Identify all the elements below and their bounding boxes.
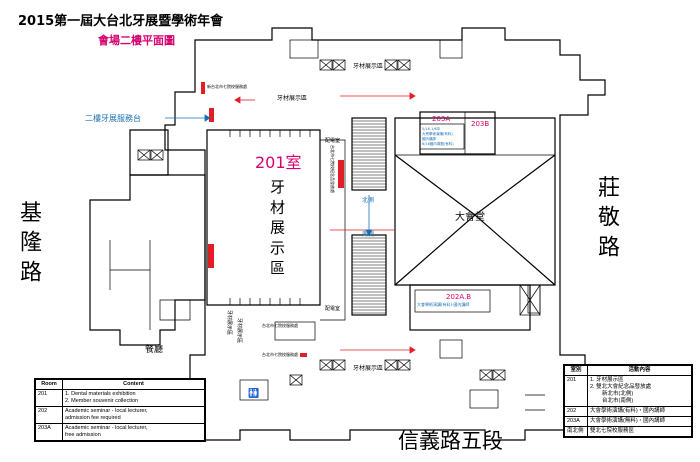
legend-room: 南北側	[564, 426, 588, 437]
street-south: 信義路五段	[398, 429, 503, 453]
exhibit-bottom-label: 牙材展示區	[353, 364, 383, 372]
legend-line: Academic seminar - local lecturer,	[65, 425, 148, 431]
main-hall-label: 大會堂	[455, 210, 485, 223]
room-201-label: 201室	[255, 153, 302, 172]
exhibit-main-label: 牙材展示區	[270, 178, 285, 277]
direction-arrows	[234, 92, 416, 354]
legend-room: 201	[35, 389, 63, 407]
legend-row: 南北側 雙北七院校服務區	[564, 426, 692, 437]
elevator-boxes	[137, 59, 506, 386]
room-203a-detail-3: 國內講師	[422, 136, 436, 141]
dining-label: 餐廳	[145, 343, 163, 355]
south-side-label: 南側	[362, 230, 374, 238]
room-202-detail: 大會學術演講(有料)‧國內講師	[417, 301, 469, 307]
legend-line: free admission	[65, 432, 101, 438]
hospital-sign-top: 新台北市七院校服務處	[207, 83, 247, 89]
legend-room: 202	[35, 406, 63, 424]
legend-english: Room Content 201 1. Dental materials exh…	[34, 378, 206, 442]
legend-row: 203A Academic seminar - local lecturer, …	[35, 423, 205, 441]
room-203a-detail-4: 6/16國內專題(有料)	[422, 141, 454, 146]
legend-line: 2. Member souvenir collection	[65, 398, 139, 404]
mid-sign-2: 牙材展示區	[226, 310, 233, 335]
room-202-block	[409, 284, 541, 331]
room-203a-detail-1: 5/16-1/6中	[422, 126, 441, 131]
legend-row: 201 1. Dental materials exhibition 2. Me…	[35, 389, 205, 407]
building-outline	[89, 27, 606, 441]
room-203a-label: 203A	[432, 115, 450, 123]
power-top-label: 配電室	[325, 137, 340, 144]
legend-room: 203A	[35, 423, 63, 441]
north-side-label: 北側	[362, 196, 374, 204]
legend-header-room: Room	[35, 379, 63, 390]
legend-row: 202 大會學術演講(有料)‧國內講師	[564, 406, 692, 417]
legend-line: 新北市(北側)	[602, 391, 634, 397]
legend-line: 雙北七院校服務區	[590, 428, 635, 434]
street-east: 莊敬路	[598, 176, 620, 260]
legend-room: 203A	[564, 416, 588, 427]
mid-sign: 台北市七院校紀念品發放處	[330, 145, 336, 193]
room-203-block	[419, 111, 496, 155]
stairs	[274, 39, 541, 359]
svg-text:🚻: 🚻	[248, 387, 259, 399]
service-desk-label: 二樓牙展服務台	[85, 113, 141, 123]
restrooms: 🚻	[239, 379, 499, 409]
legend-row: 203A 大會學術演講(無料)‧國內講師	[564, 416, 692, 427]
exhibit-top-label: 牙材展示區	[353, 62, 383, 70]
blue-arrows	[165, 114, 373, 236]
legend-row: 201 1. 牙材展示區 2. 雙北大會紀念品發放處 新北市(北側) 台北市(南…	[564, 375, 692, 407]
escalator-bottom	[351, 234, 387, 316]
page-title: 2015第一屆大台北牙展暨學術年會	[18, 14, 224, 29]
exhibit-left-top-label: 牙材展示區	[277, 94, 307, 102]
legend-header-content: 活動內容	[587, 365, 692, 376]
main-hall	[395, 117, 555, 285]
legend-line: Academic seminar - local lecturer,	[65, 408, 148, 414]
legend-room: 201	[564, 375, 588, 407]
legend-room: 202	[564, 406, 588, 417]
hospital-sign-left: 台北市七院校服務處	[262, 322, 298, 328]
legend-line: 大會學術演講(有料)‧國內講師	[590, 408, 666, 414]
legend-header-content: Content	[62, 379, 205, 390]
exhibit-left-bottom: 牙材展示區	[236, 318, 243, 343]
legend-line: admission fee required	[65, 415, 121, 421]
power-bottom-label: 配電室	[325, 305, 340, 312]
legend-line: 1. 牙材展示區	[590, 377, 624, 383]
legend-line: 2. 雙北大會紀念品發放處	[590, 384, 652, 390]
street-west: 基隆路	[20, 201, 42, 285]
room-202ab-label: 202A.B	[446, 293, 471, 301]
room-203b-label: 203B	[471, 120, 489, 128]
legend-line: 1. Dental materials exhibition	[65, 391, 136, 397]
red-blocks	[201, 82, 344, 357]
legend-line: 大會學術演講(無料)‧國內講師	[590, 418, 666, 424]
escalator-top	[351, 117, 387, 191]
legend-header-room: 室別	[564, 365, 588, 376]
legend-line: 台北市(南側)	[602, 398, 634, 404]
room-203a-detail-2: 大會學術演講(有料)	[422, 131, 453, 136]
legend-row: 202 Academic seminar - local lecturer, a…	[35, 406, 205, 424]
hospital-sign-bottom: 台北市七院校服務處	[262, 351, 298, 357]
legend-chinese: 室別 活動內容 201 1. 牙材展示區 2. 雙北大會紀念品發放處 新北市(北…	[563, 364, 693, 438]
page-subtitle: 會場二樓平面圖	[98, 34, 175, 47]
